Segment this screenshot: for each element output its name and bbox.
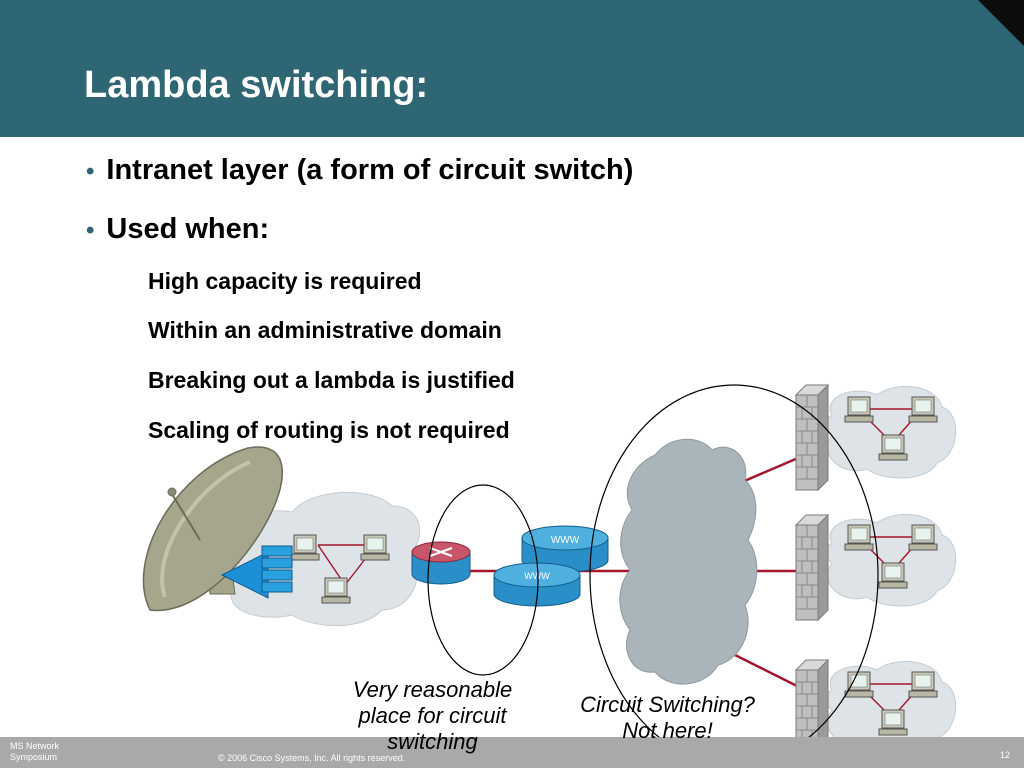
remote-site-top	[795, 384, 956, 491]
footer-bar	[0, 737, 1024, 768]
footer-left-line2: Symposium	[10, 751, 58, 762]
page-number: 12	[1000, 750, 1011, 760]
caption-right-line2: Not here!	[622, 717, 713, 743]
bullet-1: • Intranet layer (a form of circuit switc…	[86, 154, 633, 187]
caption-left-line3: switching	[387, 728, 478, 754]
bullet-dot-icon: •	[86, 158, 95, 185]
caption-left-line2: place for circuit	[358, 702, 507, 728]
footer-left-line1: MS Network	[10, 741, 60, 751]
sub-item-3: Breaking out a lambda is justified	[148, 367, 515, 393]
slide-title: Lambda switching:	[84, 64, 429, 106]
sub-item-1: High capacity is required	[148, 268, 422, 294]
bullet-1-text: Intranet layer (a form of circuit switch…	[106, 154, 634, 186]
title-bar	[0, 0, 1024, 137]
router-icon	[411, 541, 471, 585]
optical-mux-icon	[220, 545, 293, 599]
circuit-switch-ellipse	[427, 484, 539, 676]
caption-left: Very reasonable place for circuit switch…	[330, 677, 535, 755]
server-label: WWW	[524, 571, 550, 581]
caption-right-line1: Circuit Switching?	[580, 692, 755, 717]
sub-item-2: Within an administrative domain	[148, 317, 502, 343]
caption-left-line1: Very reasonable	[352, 677, 513, 702]
sub-item-4: Scaling of routing is not required	[148, 417, 510, 443]
bullet-2: • Used when:	[86, 213, 269, 246]
bullet-2-text: Used when:	[106, 213, 270, 245]
footer-left: MS Network Symposium	[10, 741, 59, 763]
satellite-dish-icon	[142, 446, 284, 612]
server-label: WWW	[551, 535, 580, 546]
core-cloud	[619, 438, 758, 685]
corner-mark	[978, 0, 1024, 46]
caption-right: Circuit Switching? Not here!	[555, 692, 780, 744]
bullet-dot-icon: •	[86, 217, 95, 244]
footer-copyright: © 2006 Cisco Systems, Inc. All rights re…	[218, 753, 406, 763]
www-server-front: WWW	[493, 562, 581, 607]
